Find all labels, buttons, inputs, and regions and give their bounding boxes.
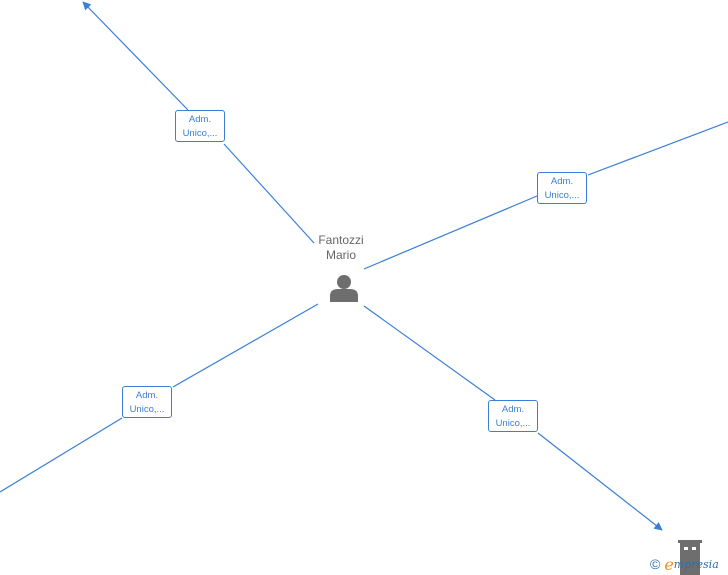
role-label-line2: Unico,... xyxy=(495,418,531,429)
edge-upper-left-inner xyxy=(223,143,315,244)
edge-lower-left-inner xyxy=(172,303,319,388)
role-label-upper-left[interactable]: Adm. Unico,... xyxy=(175,110,225,142)
brand-watermark: © e mpresia xyxy=(650,554,719,574)
building-icon[interactable] xyxy=(676,540,704,575)
edge-lower-left-outer xyxy=(0,417,123,493)
role-label-line2: Unico,... xyxy=(129,404,165,415)
role-label-line1: Adm. xyxy=(550,176,574,187)
role-label-line1: Adm. xyxy=(501,404,525,415)
edge-upper-right-outer xyxy=(587,121,728,176)
edge-lower-right-inner xyxy=(363,305,496,401)
role-label-line1: Adm. xyxy=(135,390,159,401)
role-label-line2: Unico,... xyxy=(182,128,218,139)
role-label-lower-left[interactable]: Adm. Unico,... xyxy=(122,386,172,418)
person-silhouette-icon[interactable] xyxy=(329,274,359,302)
person-name-line2: Mario xyxy=(325,248,356,262)
brand-logo-initial: e xyxy=(664,554,674,574)
person-name[interactable]: Fantozzi Mario xyxy=(300,233,382,263)
edge-lower-right-outer xyxy=(537,432,663,531)
brand-logo-text: mpresia xyxy=(673,557,719,571)
copyright-icon: © xyxy=(650,556,661,572)
role-label-upper-right[interactable]: Adm. Unico,... xyxy=(537,172,587,204)
role-label-lower-right[interactable]: Adm. Unico,... xyxy=(488,400,538,432)
role-label-line2: Unico,... xyxy=(544,190,580,201)
role-label-line1: Adm. xyxy=(188,114,212,125)
edge-upper-right-inner xyxy=(363,195,538,270)
edge-upper-left-outer xyxy=(82,1,189,111)
person-name-line1: Fantozzi xyxy=(318,233,364,247)
